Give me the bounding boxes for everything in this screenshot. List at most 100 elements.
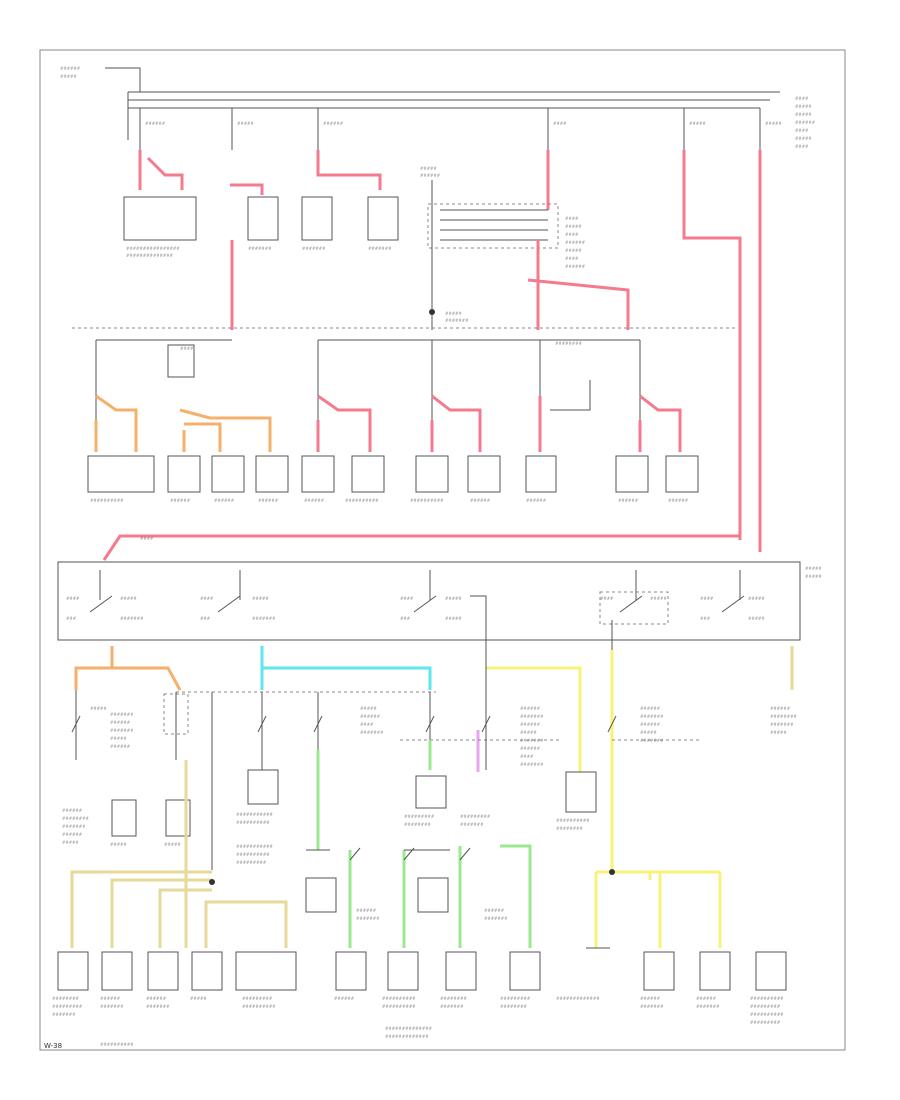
svg-text:####: #### xyxy=(553,121,567,126)
svg-text:######: ###### xyxy=(62,832,83,837)
svg-text:######: ###### xyxy=(323,121,344,126)
bottom-module-12 xyxy=(755,951,787,991)
svg-text:######: ###### xyxy=(770,706,791,711)
middle-components: ########## ###### ###### ###### ###### #… xyxy=(87,455,699,503)
svg-text:###: ### xyxy=(66,616,77,621)
svg-text:#######: ####### xyxy=(248,246,272,251)
svg-text:#####: ##### xyxy=(252,596,269,601)
bottom-module-9 xyxy=(509,951,541,991)
svg-text:######: ###### xyxy=(640,996,661,1001)
svg-text:######: ###### xyxy=(618,498,639,503)
svg-text:#######: ####### xyxy=(360,730,384,735)
svg-text:##########: ########## xyxy=(236,820,270,825)
svg-text:##########: ########## xyxy=(382,996,416,1001)
svg-text:#######: ####### xyxy=(120,616,144,621)
svg-text:##########: ########## xyxy=(100,1042,134,1047)
svg-text:###: ### xyxy=(700,616,711,621)
svg-text:################: ################ xyxy=(126,246,180,251)
svg-text:###: ### xyxy=(200,616,211,621)
svg-text:#####: ##### xyxy=(689,121,706,126)
svg-text:########: ######## xyxy=(404,822,431,827)
svg-text:#####: ##### xyxy=(237,121,254,126)
tan-wires xyxy=(70,760,288,948)
svg-text:######: ###### xyxy=(334,996,355,1001)
svg-text:######: ###### xyxy=(360,714,381,719)
svg-text:######: ###### xyxy=(304,498,325,503)
svg-text:#####: ##### xyxy=(795,112,812,117)
svg-text:##########: ########## xyxy=(556,818,590,823)
svg-text:#######: ####### xyxy=(52,1012,76,1017)
svg-text:##############: ############## xyxy=(126,253,174,258)
svg-text:#####: ##### xyxy=(650,596,667,601)
bottom-components: ######## ######### ####### ###### ######… xyxy=(52,947,787,1047)
mid-module-8 xyxy=(467,455,501,493)
svg-text:####: #### xyxy=(140,536,154,541)
svg-text:######: ###### xyxy=(640,706,661,711)
top-module-2 xyxy=(247,196,279,241)
svg-text:#########: ######### xyxy=(460,814,491,819)
bottom-module-5 xyxy=(235,951,297,991)
svg-text:######: ###### xyxy=(110,720,131,725)
middle-wires xyxy=(94,380,682,452)
svg-text:#######: ####### xyxy=(252,616,276,621)
svg-text:######: ###### xyxy=(520,722,541,727)
svg-text:####: #### xyxy=(795,96,809,101)
svg-text:######: ###### xyxy=(60,66,81,71)
svg-text:#########: ######### xyxy=(242,996,273,1001)
svg-text:#####: ##### xyxy=(565,248,582,253)
middle-bus: ######## #### xyxy=(72,327,738,420)
svg-text:########: ######## xyxy=(440,996,467,1001)
svg-text:#####: ##### xyxy=(520,730,537,735)
mid-module-9 xyxy=(525,455,557,493)
bottom-module-2 xyxy=(101,951,133,991)
svg-text:######: ###### xyxy=(520,746,541,751)
bottom-module-8 xyxy=(445,951,477,991)
svg-text:####: #### xyxy=(565,232,579,237)
svg-text:#####: ##### xyxy=(445,616,462,621)
svg-text:######: ###### xyxy=(696,996,717,1001)
svg-text:#######: ####### xyxy=(110,712,134,717)
svg-text:#####: ##### xyxy=(805,574,822,579)
power-wires-top xyxy=(138,150,742,540)
fuse-block: ##### ##### #### ##### ### ####### #### … xyxy=(57,561,822,650)
bottom-module-10 xyxy=(643,951,675,991)
svg-text:#####: ##### xyxy=(748,596,765,601)
svg-text:#######: ####### xyxy=(62,824,86,829)
svg-text:######: ###### xyxy=(484,908,505,913)
svg-text:#######: ####### xyxy=(100,1004,124,1009)
svg-text:#############: ############# xyxy=(556,996,600,1001)
svg-text:#####: ##### xyxy=(164,842,181,847)
svg-text:###########: ########### xyxy=(236,844,274,849)
svg-text:##########: ########## xyxy=(750,996,784,1001)
lower-switches: ###### ####### ###### ####### xyxy=(305,847,508,921)
svg-text:####: #### xyxy=(360,722,374,727)
svg-text:#####: ##### xyxy=(765,121,782,126)
svg-text:#######: ####### xyxy=(146,1004,170,1009)
svg-text:#####: ##### xyxy=(120,596,137,601)
svg-text:#########: ######### xyxy=(750,1004,781,1009)
svg-text:##########: ########## xyxy=(242,1004,276,1009)
svg-text:######: ###### xyxy=(258,498,279,503)
mid-module-7 xyxy=(415,455,449,493)
lower-switch-1 xyxy=(305,877,337,913)
svg-text:#######: ####### xyxy=(696,1004,720,1009)
lower-module-4 xyxy=(111,799,137,837)
lower-relays: ##### ####### ###### ####### ##### #####… xyxy=(71,650,797,870)
svg-text:########: ######## xyxy=(52,996,79,1001)
svg-text:######: ###### xyxy=(420,173,441,178)
svg-text:#######: ####### xyxy=(520,714,544,719)
fuse-block-feed: #### xyxy=(102,150,762,561)
svg-text:#########: ######### xyxy=(750,1020,781,1025)
svg-text:#####: ##### xyxy=(110,842,127,847)
diagram-frame xyxy=(39,49,846,1051)
svg-text:######: ###### xyxy=(100,996,121,1001)
svg-text:#####: ##### xyxy=(445,311,462,316)
svg-text:##########: ########## xyxy=(750,1012,784,1017)
lower-module-2 xyxy=(415,775,447,809)
svg-text:######: ###### xyxy=(470,498,491,503)
svg-text:#####: ##### xyxy=(640,730,657,735)
svg-text:##########: ########## xyxy=(90,498,124,503)
svg-text:######: ###### xyxy=(640,722,661,727)
svg-text:#####: ##### xyxy=(420,166,437,171)
